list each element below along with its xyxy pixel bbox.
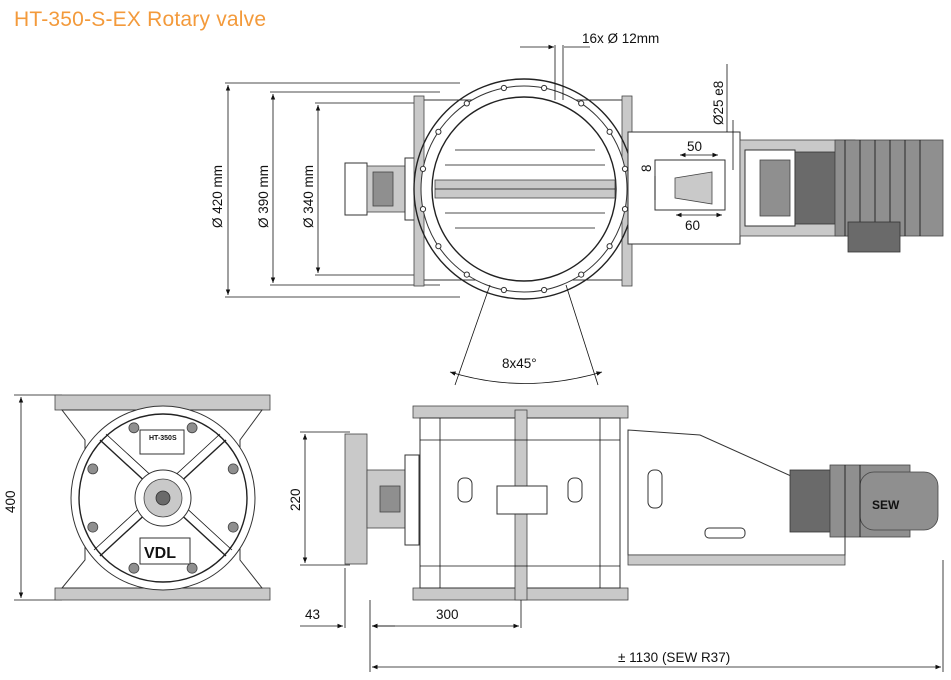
- bolt-hole: [463, 100, 470, 107]
- diameter-420-label: Ø 420 mm: [210, 165, 225, 228]
- bolt-hole: [606, 243, 613, 250]
- bolt-hole: [541, 286, 548, 294]
- bolt-hole: [419, 165, 427, 172]
- front-view: [14, 394, 271, 601]
- model-plate-label: HT-350S: [149, 435, 177, 442]
- height-220-label: 220: [288, 488, 303, 511]
- bolt-hole: [186, 422, 198, 434]
- bolt-hole: [435, 243, 442, 250]
- keyway-8-label: 8: [639, 164, 654, 172]
- bolt-hole: [541, 84, 548, 92]
- keyway-60-label: 60: [685, 218, 700, 233]
- bolt-hole: [227, 521, 239, 533]
- top-view: [225, 44, 944, 386]
- bolt-hole: [463, 271, 470, 278]
- bolt-hole: [578, 271, 585, 278]
- bolt-hole: [435, 128, 442, 135]
- shaft-dimension: Ø25 e8: [711, 81, 726, 125]
- bolt-hole: [186, 562, 198, 574]
- offset-43-label: 43: [305, 607, 320, 622]
- bolt-hole: [621, 206, 629, 213]
- total-length-label: ± 1130 (SEW R37): [618, 650, 730, 665]
- bolt-hole: [419, 206, 427, 213]
- diameter-340-label: Ø 340 mm: [301, 165, 316, 228]
- bolt-hole: [87, 521, 99, 533]
- brand-logo: VDL: [144, 545, 176, 562]
- width-300-label: 300: [436, 607, 459, 622]
- page-title: HT-350-S-EX Rotary valve: [14, 8, 267, 31]
- bolt-hole: [128, 562, 140, 574]
- keyway-50-label: 50: [687, 139, 702, 154]
- bolt-hole: [500, 286, 507, 294]
- bolt-hole: [227, 463, 239, 475]
- bolt-hole: [500, 84, 507, 92]
- height-400-label: 400: [3, 490, 18, 513]
- angle-label: 8x45°: [502, 356, 537, 371]
- bolt-hole: [578, 100, 585, 107]
- bolt-hole: [621, 165, 629, 172]
- diameter-390-label: Ø 390 mm: [256, 165, 271, 228]
- bolt-hole: [128, 422, 140, 434]
- side-view: [300, 405, 944, 672]
- bolt-hole: [606, 128, 613, 135]
- bolt-hole: [87, 463, 99, 475]
- holes-dimension: 16x Ø 12mm: [582, 31, 659, 46]
- motor-brand-label: SEW: [872, 498, 900, 512]
